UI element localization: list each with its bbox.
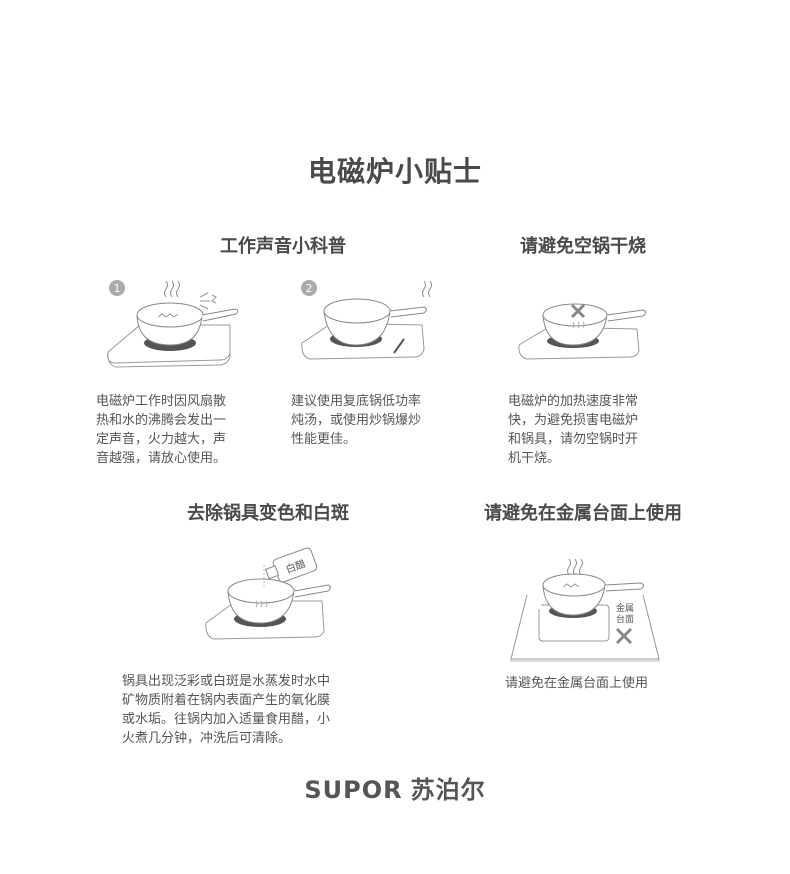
section-heading-discoloration: 去除锅具变色和白斑 bbox=[187, 503, 349, 524]
section-heading-sound: 工作声音小科普 bbox=[220, 236, 346, 257]
step-badge-1: 1 bbox=[114, 282, 121, 295]
tip-text-sound-2: 建议使用复底锅低功率 炖汤，或使用炒锅爆炒 性能更佳。 bbox=[291, 394, 422, 447]
brand-chinese: 苏泊尔 bbox=[410, 776, 486, 804]
metal-surface-label-line2: 台面 bbox=[616, 613, 634, 625]
step-badge-2: 2 bbox=[306, 282, 313, 295]
tip-text-metal-surface: 请避免在金属台面上使用 bbox=[505, 676, 649, 691]
metal-surface-illustration: 金属 台面 bbox=[510, 558, 660, 662]
brand-latin: SUPOR bbox=[304, 776, 403, 804]
tip-text-sound-1: 电磁炉工作时因风扇散 热和水的沸腾会发出一 定声音，火力越大，声 音越强，请放心… bbox=[96, 394, 227, 466]
stove-pan-illustration-1: 1 bbox=[107, 280, 239, 368]
tip-text-discoloration: 锅具出现泛彩或白斑是水蒸发时水中 矿物质附着在锅内表面产生的氧化膜 或水垢。往锅… bbox=[122, 674, 331, 746]
stove-empty-pan-illustration bbox=[518, 303, 646, 360]
vinegar-pan-illustration: 白醋 bbox=[205, 547, 331, 640]
page-title: 电磁炉小贴士 bbox=[307, 155, 482, 188]
metal-surface-label-line1: 金属 bbox=[616, 602, 634, 614]
tip-text-empty-pan: 电磁炉的加热速度非常 快，为避免损害电磁炉 和锅具，请勿空锅时开 机干烧。 bbox=[508, 394, 639, 466]
stove-wok-illustration-2: 2 bbox=[301, 280, 432, 360]
section-heading-metal-surface: 请避免在金属台面上使用 bbox=[484, 503, 682, 524]
section-heading-empty-pan: 请避免空锅干烧 bbox=[520, 236, 646, 257]
